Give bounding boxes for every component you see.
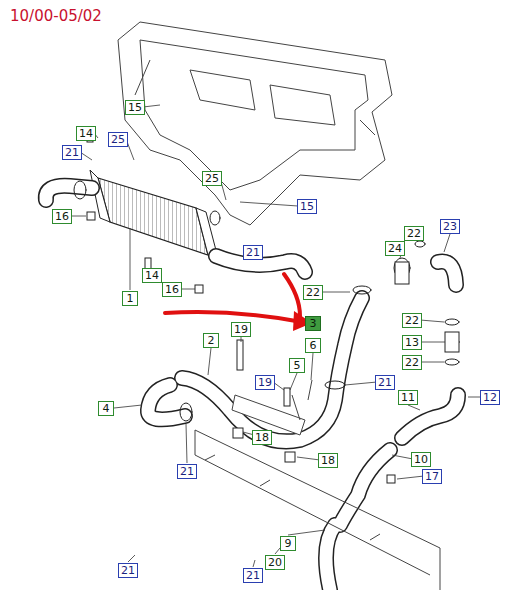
callout-number: 11 — [398, 390, 418, 405]
callout-number: 19 — [255, 375, 275, 390]
callout-number: 21 — [118, 563, 138, 578]
callout-number: 13 — [402, 335, 422, 350]
callout-number: 17 — [422, 469, 442, 484]
callout-number: 18 — [252, 430, 272, 445]
callout-number: 21 — [375, 375, 395, 390]
callout-number: 15 — [297, 199, 317, 214]
callout-number: 23 — [440, 219, 460, 234]
callout-number: 20 — [265, 555, 285, 570]
callout-number: 4 — [98, 401, 114, 416]
callout-number: 21 — [177, 464, 197, 479]
callout-number: 18 — [318, 453, 338, 468]
callout-number: 16 — [52, 209, 72, 224]
intercooler — [90, 170, 218, 258]
hoses — [46, 181, 459, 590]
callout-number: 22 — [404, 226, 424, 241]
callout-number: 15 — [125, 100, 145, 115]
callout-number: 25 — [202, 171, 222, 186]
callout-number: 22 — [402, 313, 422, 328]
callout-number: 5 — [289, 358, 305, 373]
callout-number: 21 — [243, 245, 263, 260]
callout-number: 12 — [480, 390, 500, 405]
leader-lines — [70, 105, 482, 567]
callout-number: 14 — [142, 268, 162, 283]
callout-number: 16 — [162, 282, 182, 297]
callout-number: 25 — [108, 132, 128, 147]
callout-number: 22 — [402, 355, 422, 370]
callout-number: 22 — [303, 285, 323, 300]
callout-number: 14 — [76, 126, 96, 141]
callout-number: 21 — [243, 568, 263, 583]
callout-number: 1 — [122, 291, 138, 306]
callout-number: 3 — [305, 316, 321, 331]
callout-number: 10 — [411, 452, 431, 467]
callout-number: 21 — [62, 145, 82, 160]
callout-number: 24 — [385, 241, 405, 256]
radiator-support — [118, 22, 392, 225]
callout-number: 6 — [305, 338, 321, 353]
fasteners — [87, 130, 395, 483]
callout-number: 9 — [280, 536, 296, 551]
callout-number: 19 — [231, 322, 251, 337]
date-range: 10/00-05/02 — [10, 7, 102, 25]
callout-number: 2 — [203, 333, 219, 348]
crossmember — [195, 380, 440, 590]
